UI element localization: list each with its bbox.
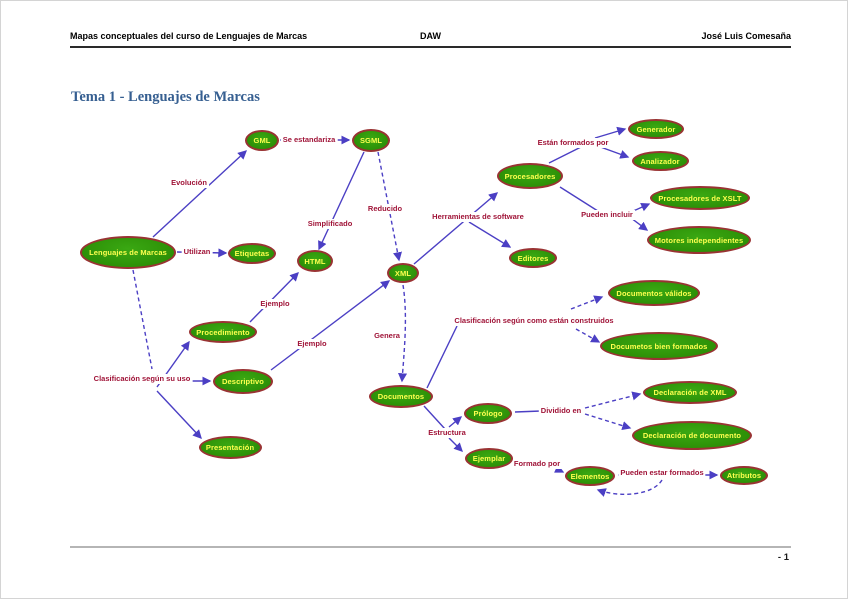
node-declaracion-de-xml: Declaración de XML xyxy=(643,380,737,404)
node-presentacion: Presentación xyxy=(198,435,262,459)
edge-label-pueden-estar-formados: Pueden estar formados xyxy=(618,468,706,478)
header-program: DAW xyxy=(419,31,441,41)
node-sgml: SGML xyxy=(352,128,390,152)
edge-label-estan-formados-por: Están formados por xyxy=(535,138,611,148)
node-procedimiento: Procedimiento xyxy=(189,321,257,343)
node-documentos-validos: Documentos válidos xyxy=(608,280,700,306)
page-number: - 1 xyxy=(777,552,789,563)
node-analizador: Analizador xyxy=(631,151,689,171)
edge-label-herramientas-de-software: Herramientas de software xyxy=(430,212,526,222)
node-descriptivo: Descriptivo xyxy=(213,368,273,394)
edge-label-clasificacion-construidos: Clasificación según como están construid… xyxy=(452,316,616,326)
edge-label-genera: Genera xyxy=(372,331,402,341)
node-prologo: Prólogo xyxy=(464,402,512,424)
node-ejemplar: Ejemplar xyxy=(465,447,513,469)
edge-label-ejemplo-1: Ejemplo xyxy=(258,299,292,309)
header-course-title: Mapas conceptuales del curso de Lenguaje… xyxy=(70,31,308,41)
node-html: HTML xyxy=(297,250,333,272)
node-etiquetas: Etiquetas xyxy=(228,242,276,264)
edge-label-evolucion: Evolución xyxy=(169,178,209,188)
node-editores: Editores xyxy=(509,248,557,268)
edge-label-clasificacion-uso: Clasificación según su uso xyxy=(91,374,193,384)
node-gml: GML xyxy=(245,129,279,151)
page-title: Tema 1 - Lenguajes de Marcas xyxy=(71,89,260,105)
edge-label-formado-por: Formado por xyxy=(511,459,563,469)
node-procesadores-de-xslt: Procesadores de XSLT xyxy=(650,186,750,210)
edge-label-reducido: Reducido xyxy=(365,204,405,214)
node-elementos: Elementos xyxy=(565,466,615,486)
node-documentos: Documentos xyxy=(369,384,433,408)
node-atributos: Atributos xyxy=(720,465,768,485)
node-motores-independientes: Motores independientes xyxy=(647,226,751,254)
edge-label-simplificado: Simplificado xyxy=(305,219,355,229)
header-author: José Luis Comesaña xyxy=(701,31,791,41)
edge-label-utilizan: Utilizan xyxy=(181,247,213,257)
node-generador: Generador xyxy=(628,119,684,139)
edge-label-dividido-en: Dividido en xyxy=(538,406,584,416)
page-header: Mapas conceptuales del curso de Lenguaje… xyxy=(70,31,791,48)
node-lenguajes-de-marcas: Lenguajes de Marcas xyxy=(80,235,176,269)
footer-divider xyxy=(70,546,791,548)
edge-label-ejemplo-2: Ejemplo xyxy=(295,339,329,349)
node-procesadores: Procesadores xyxy=(497,163,563,189)
edge-label-pueden-incluir: Pueden incluir xyxy=(579,210,635,220)
node-xml: XML xyxy=(387,263,419,283)
edge-label-estructura: Estructura xyxy=(426,428,468,438)
node-declaracion-de-documento: Declaración de documento xyxy=(632,420,752,450)
node-documentos-bien-formados: Documetos bien formados xyxy=(600,332,718,360)
edge-label-se-estandariza: Se estandariza xyxy=(280,135,338,145)
